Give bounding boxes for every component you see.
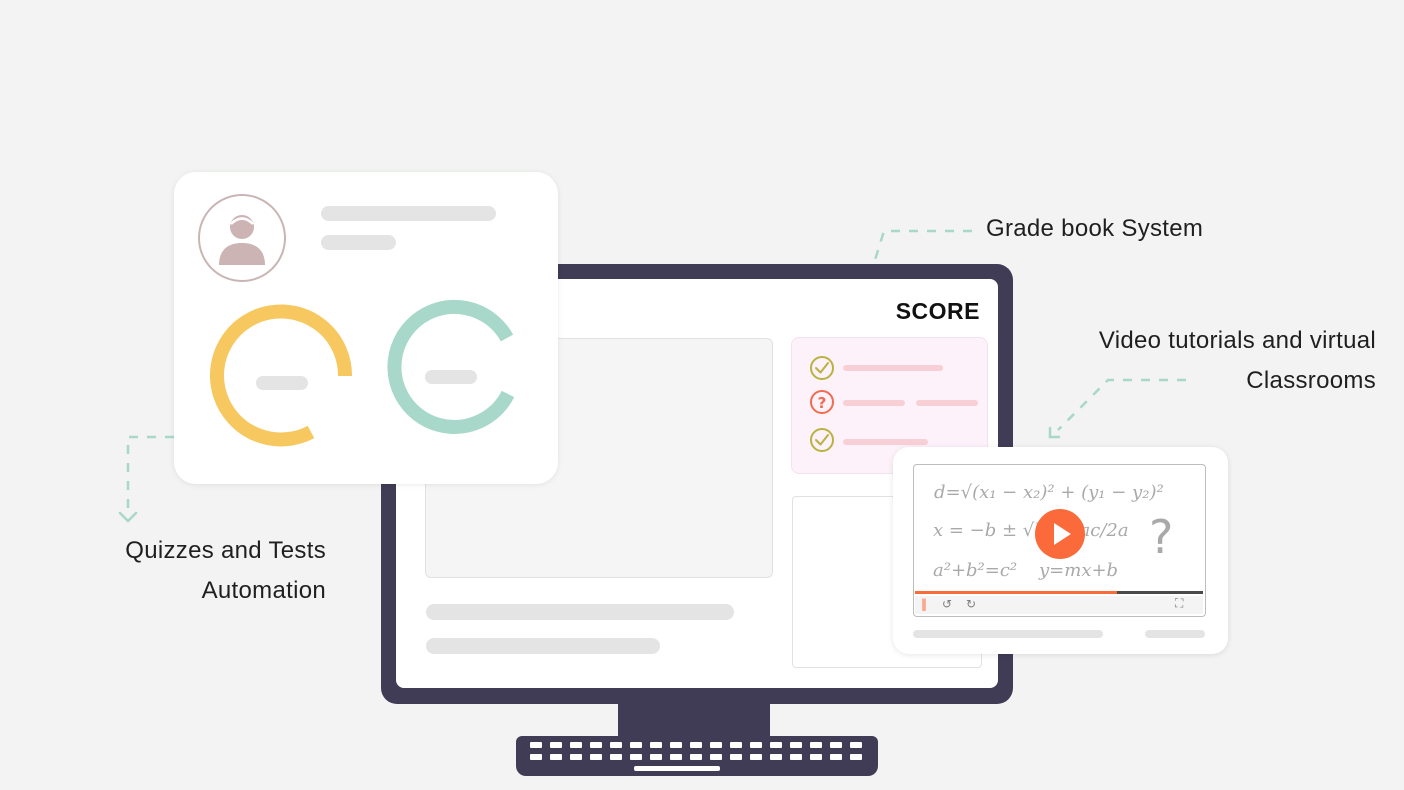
keyboard-key — [610, 754, 622, 760]
keyboard-key — [570, 754, 582, 760]
score-line — [843, 400, 905, 406]
keyboard-keys — [530, 742, 862, 771]
video-progress-fill — [915, 591, 1117, 594]
keyboard — [516, 736, 878, 776]
profile-name-placeholder — [321, 206, 496, 221]
keyboard-key — [590, 754, 602, 760]
question-circle-icon: ? — [810, 390, 834, 414]
pause-icon[interactable]: ‖ — [921, 597, 927, 611]
keyboard-key — [770, 742, 782, 748]
formula-quadratic: x = −b ± √b²−4ac/2a — [933, 520, 1129, 541]
keyboard-key — [810, 754, 822, 760]
keyboard-key — [750, 742, 762, 748]
score-line — [843, 439, 928, 445]
quizzes-label-line1: Quizzes and Tests — [125, 537, 326, 564]
check-circle-icon — [810, 428, 834, 452]
ring-label-placeholder — [256, 376, 308, 390]
keyboard-key — [630, 742, 642, 748]
keyboard-key — [850, 742, 862, 748]
question-glyph: ? — [818, 394, 827, 412]
score-line — [843, 365, 943, 371]
yellow-progress-ring — [210, 304, 353, 447]
keyboard-key — [790, 754, 802, 760]
progress-rings — [210, 299, 515, 447]
keyboard-key — [530, 742, 542, 748]
score-line — [916, 400, 978, 406]
video-controls — [915, 596, 1203, 614]
keyboard-key — [650, 742, 662, 748]
monitor-stand — [618, 700, 770, 742]
check-circle-icon — [810, 356, 834, 380]
quizzes-arrowhead — [118, 511, 138, 523]
quizzes-connector — [126, 435, 174, 512]
keyboard-key — [590, 742, 602, 748]
video-arrowhead — [1048, 426, 1061, 439]
rewind-icon[interactable]: ↺ — [942, 597, 953, 611]
text-line-placeholder — [426, 604, 734, 620]
keyboard-key — [570, 742, 582, 748]
keyboard-key — [790, 742, 802, 748]
keyboard-key — [750, 754, 762, 760]
text-line-placeholder — [426, 638, 660, 654]
formula-distance: d=√(x₁ − x₂)² + (y₁ − y₂)² — [934, 482, 1164, 503]
keyboard-key — [830, 742, 842, 748]
keyboard-key — [670, 754, 682, 760]
video-label-line2: Classrooms — [1246, 367, 1376, 394]
keyboard-key — [710, 754, 722, 760]
keyboard-key — [550, 742, 562, 748]
keyboard-key — [770, 754, 782, 760]
formula-pythagoras: a²+b²=c² — [933, 560, 1018, 581]
video-caption: Video tutorials and virtual Classrooms — [1099, 321, 1376, 401]
keyboard-key — [550, 754, 562, 760]
score-title: SCORE — [895, 298, 980, 324]
keyboard-key — [730, 742, 742, 748]
keyboard-key — [810, 742, 822, 748]
video-label-line1: Video tutorials and virtual — [1098, 327, 1376, 354]
keyboard-key — [690, 742, 702, 748]
keyboard-key — [830, 754, 842, 760]
keyboard-key — [530, 754, 542, 760]
keyboard-key — [610, 742, 622, 748]
question-mark-icon: ? — [1149, 510, 1174, 564]
score-items: ? — [810, 356, 978, 452]
keyboard-key — [630, 754, 642, 760]
keyboard-key — [690, 754, 702, 760]
grade-book-caption: Grade book System — [986, 209, 1203, 249]
play-button[interactable] — [1035, 509, 1085, 559]
keyboard-key — [650, 754, 662, 760]
ring-label-placeholder — [425, 370, 477, 384]
avatar — [198, 194, 286, 282]
keyboard-key — [730, 754, 742, 760]
formula-line: y=mx+b — [1039, 560, 1119, 581]
video-progress-track[interactable] — [915, 591, 1203, 594]
fullscreen-icon[interactable]: ⛶ — [1175, 596, 1184, 610]
quizzes-label-line2: Automation — [201, 577, 326, 604]
keyboard-key — [670, 742, 682, 748]
video-connector — [1057, 378, 1186, 431]
keyboard-key — [710, 742, 722, 748]
forward-icon[interactable]: ↻ — [966, 597, 977, 611]
quizzes-caption: Quizzes and Tests Automation — [125, 531, 326, 611]
keyboard-key — [850, 754, 862, 760]
profile-detail-placeholder — [321, 235, 396, 250]
video-caption-placeholder — [913, 630, 1103, 638]
video-caption-placeholder — [1145, 630, 1205, 638]
grade-book-label: Grade book System — [986, 215, 1204, 242]
green-progress-ring — [387, 299, 515, 434]
spacebar — [634, 766, 720, 771]
